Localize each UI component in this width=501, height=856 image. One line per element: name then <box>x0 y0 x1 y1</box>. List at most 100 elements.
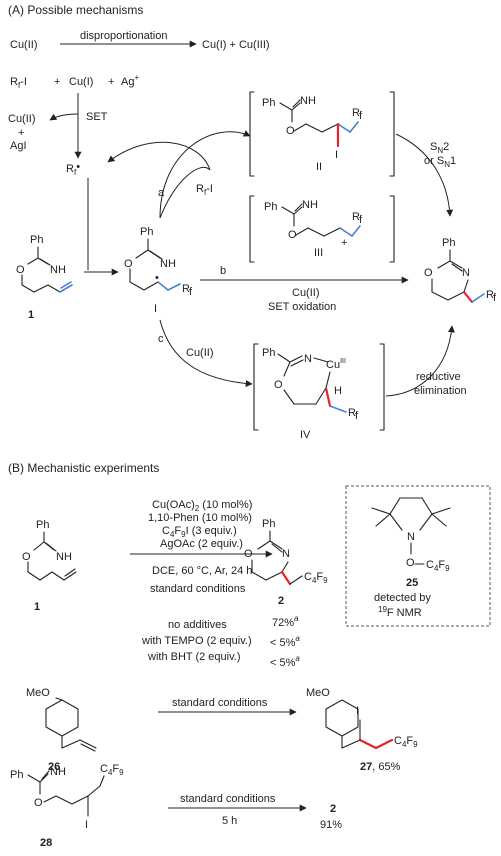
cu2-c-label: Cu(II) <box>186 347 214 359</box>
compound-28-structure: Ph NH O C4F9 I <box>10 763 124 831</box>
svg-text:I: I <box>356 705 359 717</box>
yield-2: < 5%a <box>270 634 300 649</box>
svg-text:R: R <box>352 107 360 119</box>
compound-25-structure: N O C4F9 <box>371 497 451 573</box>
sn2-label: SN2 <box>430 141 449 155</box>
svg-text:Ph: Ph <box>140 226 153 238</box>
rfi-reagent: Rf-I <box>10 76 27 90</box>
disproportionation-label: disproportionation <box>80 30 167 42</box>
condition-silver: AgOAc (2 equiv.) <box>160 538 243 550</box>
chain-arrow <box>107 141 211 171</box>
elimination-label: elimination <box>414 385 467 397</box>
svg-text:O: O <box>22 551 31 563</box>
svg-text:I: I <box>335 149 338 161</box>
agi-byproduct: AgI <box>10 140 27 152</box>
path-c-label: c <box>158 333 164 345</box>
intermediate-II-label: II <box>316 161 322 173</box>
svg-text:f: f <box>359 214 363 226</box>
svg-text:O: O <box>424 267 433 279</box>
svg-text:Ph: Ph <box>262 518 275 530</box>
condition-ligand: 1,10-Phen (10 mol%) <box>148 512 252 524</box>
row-bht: with BHT (2 equiv.) <box>147 651 241 663</box>
intermediate-III-label: III <box>314 247 323 259</box>
nmr-label: 19F NMR <box>378 605 422 619</box>
plus-sign-3: + <box>18 127 24 139</box>
path-b-label: b <box>220 265 226 277</box>
yield-1: 72%a <box>272 614 299 629</box>
svg-text:NH: NH <box>56 551 72 563</box>
intermediate-I-label: I <box>154 303 157 315</box>
svg-text:O: O <box>124 258 133 270</box>
svg-text:NH: NH <box>50 264 66 276</box>
substitution-arrow <box>395 133 454 217</box>
compound-1-b-label: 1 <box>34 601 40 613</box>
svg-text:Ph: Ph <box>36 519 49 531</box>
svg-text:Ph: Ph <box>442 237 455 249</box>
svg-text:O: O <box>274 379 283 391</box>
cu1-reagent: Cu(I) <box>69 76 93 88</box>
svg-text:f: f <box>189 286 193 298</box>
cu2-byproduct: Cu(II) <box>8 113 36 125</box>
set-label: SET <box>86 111 108 123</box>
product-2-from-28: 2 <box>330 803 336 815</box>
intermediate-I-structure: Ph NH O R f • <box>124 226 193 298</box>
compound-26-label: 26 <box>48 761 60 773</box>
svg-text:C4F9: C4F9 <box>394 735 418 749</box>
cu-iii-label: CuIII <box>326 358 346 371</box>
svg-text:N: N <box>304 353 312 365</box>
cu2-b-label: Cu(II) <box>292 287 320 299</box>
tempo-adduct-box <box>345 485 491 627</box>
yield-3: < 5%a <box>270 654 300 669</box>
svg-text:C4F9: C4F9 <box>100 763 124 777</box>
row-no-additives: no additives <box>168 619 227 631</box>
std-conditions-26: standard conditions <box>172 697 268 709</box>
svg-text:H: H <box>334 385 342 397</box>
yield-2-from-28: 91% <box>320 819 342 831</box>
svg-text:N: N <box>407 531 415 543</box>
svg-text:MeO: MeO <box>306 687 330 699</box>
path-a-label: a <box>158 187 165 199</box>
svg-text:f: f <box>493 292 497 304</box>
svg-text:O: O <box>34 797 43 809</box>
plus-sign-1: + <box>54 76 60 88</box>
section-b-title: (B) Mechanistic experiments <box>8 461 159 475</box>
svg-text:O: O <box>244 548 253 560</box>
svg-text:Ph: Ph <box>262 97 275 109</box>
svg-text:+: + <box>341 237 347 249</box>
svg-text:Ph: Ph <box>30 234 43 246</box>
product-2-structure: Ph N O C4F9 <box>244 518 328 586</box>
svg-text:MeO: MeO <box>26 687 50 699</box>
svg-text:R: R <box>182 283 190 295</box>
svg-text:Ph: Ph <box>262 347 275 359</box>
cu2-label: Cu(II) <box>10 39 38 51</box>
condition-solvent: DCE, 60 °C, Ar, 24 h <box>152 565 252 577</box>
svg-text:•: • <box>155 272 159 284</box>
svg-text:N: N <box>282 548 290 560</box>
svg-text:Ph: Ph <box>10 769 23 781</box>
svg-text:R: R <box>486 289 494 301</box>
plus-sign-2: + <box>108 76 114 88</box>
sn1-label: or SN1 <box>424 155 456 169</box>
path-a-arc <box>159 167 211 219</box>
svg-text:R: R <box>348 407 356 419</box>
condition-standard: standard conditions <box>150 583 246 595</box>
svg-text:O: O <box>288 229 297 241</box>
intermediate-IV-structure: Ph N CuIII O H R f <box>253 343 385 431</box>
rf-radical: Rf• <box>66 161 80 177</box>
cu1-cu3-label: Cu(I) + Cu(III) <box>202 39 270 51</box>
intermediate-III-structure: Ph NH O R f + <box>249 195 395 263</box>
row-tempo: with TEMPO (2 equiv.) <box>141 635 252 647</box>
svg-text:O: O <box>406 557 415 569</box>
compound-1-b-structure: Ph NH O <box>22 519 77 581</box>
compound-26-structure: MeO <box>26 687 97 752</box>
set-side-arrow <box>49 113 79 121</box>
condition-rf-reagent: C4F9I (3 equiv.) <box>162 525 237 539</box>
condition-copper: Cu(OAc)2 (10 mol%) <box>152 499 252 513</box>
rfi-chain-label: Rf-I <box>196 183 213 197</box>
time-label: 5 h <box>222 815 237 827</box>
section-a-title: (A) Possible mechanisms <box>8 3 143 17</box>
svg-text:O: O <box>16 264 25 276</box>
product-oxazine-structure: Ph N O R f <box>424 237 497 304</box>
compound-27-structure: MeO I C4F9 <box>306 687 418 750</box>
